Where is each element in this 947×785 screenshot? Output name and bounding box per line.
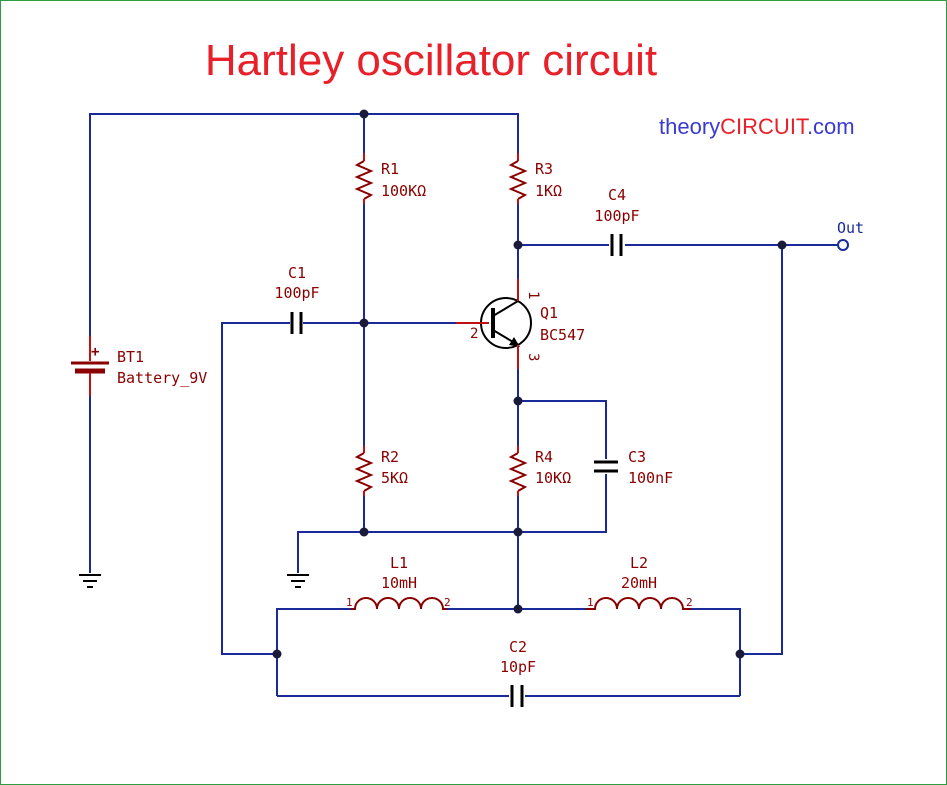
output-terminal-circle bbox=[837, 239, 849, 251]
r2-value: 5KΩ bbox=[381, 469, 408, 487]
wires bbox=[89, 113, 837, 697]
junction-dot bbox=[513, 527, 523, 537]
l2-pin2: 2 bbox=[686, 596, 693, 609]
junction-dot bbox=[513, 396, 523, 406]
c4-value: 100pF bbox=[594, 207, 639, 225]
l2-pin1: 1 bbox=[587, 596, 594, 609]
r4-value: 10KΩ bbox=[535, 469, 571, 487]
diagram-title: Hartley oscillator circuit bbox=[205, 36, 657, 85]
brand-part-circuit: CIRCUIT bbox=[720, 114, 809, 139]
wire-out-feedback bbox=[740, 245, 783, 655]
q1-value: BC547 bbox=[540, 326, 585, 344]
inductor-coil bbox=[351, 597, 447, 610]
junction-dot bbox=[359, 527, 369, 537]
output-terminal: Out bbox=[837, 219, 864, 251]
transistor-collector-line bbox=[492, 300, 519, 317]
resistor-zigzag bbox=[354, 160, 374, 200]
inductor-coil bbox=[586, 597, 691, 610]
bt1-value: Battery_9V bbox=[117, 369, 207, 387]
c3-ref: C3 bbox=[628, 448, 646, 466]
q1-pin-base: 2 bbox=[470, 326, 478, 342]
capacitor-c2: C2 10pF bbox=[500, 638, 536, 707]
inductor-l2: 1 2 L2 20mH bbox=[586, 554, 693, 610]
wire-c3-top bbox=[518, 400, 607, 459]
wire-ground-rail bbox=[297, 531, 518, 573]
q1-pin-collector: 1 bbox=[525, 291, 541, 299]
c1-ref: C1 bbox=[288, 264, 306, 282]
r2-ref: R2 bbox=[381, 448, 399, 466]
l2-value: 20mH bbox=[621, 574, 657, 592]
junction-dot bbox=[359, 109, 369, 119]
junction-dot bbox=[272, 649, 282, 659]
resistor-r2: R2 5KΩ bbox=[354, 446, 408, 496]
output-label: Out bbox=[837, 219, 864, 237]
resistor-r4: R4 10KΩ bbox=[508, 446, 571, 496]
c4-ref: C4 bbox=[608, 186, 626, 204]
battery-bt1: + BT1 Battery_9V bbox=[71, 336, 207, 396]
l1-pin1: 1 bbox=[346, 596, 353, 609]
resistor-zigzag bbox=[354, 452, 374, 492]
resistor-zigzag bbox=[508, 160, 528, 200]
junctions bbox=[272, 109, 787, 659]
l1-pin2: 2 bbox=[444, 596, 451, 609]
l2-ref: L2 bbox=[630, 554, 648, 572]
junction-dot bbox=[777, 240, 787, 250]
r4-ref: R4 bbox=[535, 448, 553, 466]
r3-ref: R3 bbox=[535, 160, 553, 178]
c2-ref: C2 bbox=[509, 638, 527, 656]
bt1-ref: BT1 bbox=[117, 348, 144, 366]
c3-value: 100nF bbox=[628, 469, 673, 487]
wire-l1-left bbox=[276, 608, 351, 696]
ground-symbol-left bbox=[79, 574, 101, 588]
brand-logo: theoryCIRCUIT.com bbox=[659, 114, 855, 139]
capacitor-c3: C3 100nF bbox=[594, 448, 673, 487]
wire-top-rail bbox=[89, 113, 519, 336]
ground-symbol-mid bbox=[287, 574, 309, 588]
resistor-r3: R3 1KΩ bbox=[508, 153, 562, 204]
junction-dot bbox=[513, 240, 523, 250]
resistor-r1: R1 100KΩ bbox=[354, 153, 426, 204]
inductor-l1: 1 2 L1 10mH bbox=[346, 554, 451, 610]
junction-dot bbox=[359, 318, 369, 328]
wire-l2-right bbox=[691, 608, 741, 696]
capacitor-c4: C4 100pF bbox=[594, 186, 640, 256]
brand-part-com: .com bbox=[807, 114, 855, 139]
junction-dot bbox=[735, 649, 745, 659]
c2-value: 10pF bbox=[500, 658, 536, 676]
q1-pin-emitter: 3 bbox=[525, 353, 541, 361]
r3-value: 1KΩ bbox=[535, 182, 562, 200]
q1-ref: Q1 bbox=[540, 304, 558, 322]
wire-c1-feedback bbox=[221, 322, 290, 655]
c1-value: 100pF bbox=[274, 284, 319, 302]
resistor-zigzag bbox=[508, 452, 528, 492]
r1-value: 100KΩ bbox=[381, 182, 426, 200]
junction-dot bbox=[513, 604, 523, 614]
battery-plus-sign: + bbox=[91, 344, 99, 360]
l1-value: 10mH bbox=[381, 574, 417, 592]
l1-ref: L1 bbox=[390, 554, 408, 572]
r1-ref: R1 bbox=[381, 160, 399, 178]
brand-part-theory: theory bbox=[659, 114, 720, 139]
wire-c3-bottom bbox=[518, 474, 607, 533]
transistor-q1: 1 2 3 Q1 BC547 bbox=[456, 279, 585, 369]
capacitor-c1: C1 100pF bbox=[274, 264, 320, 334]
emitter-arrow-icon bbox=[509, 337, 520, 347]
